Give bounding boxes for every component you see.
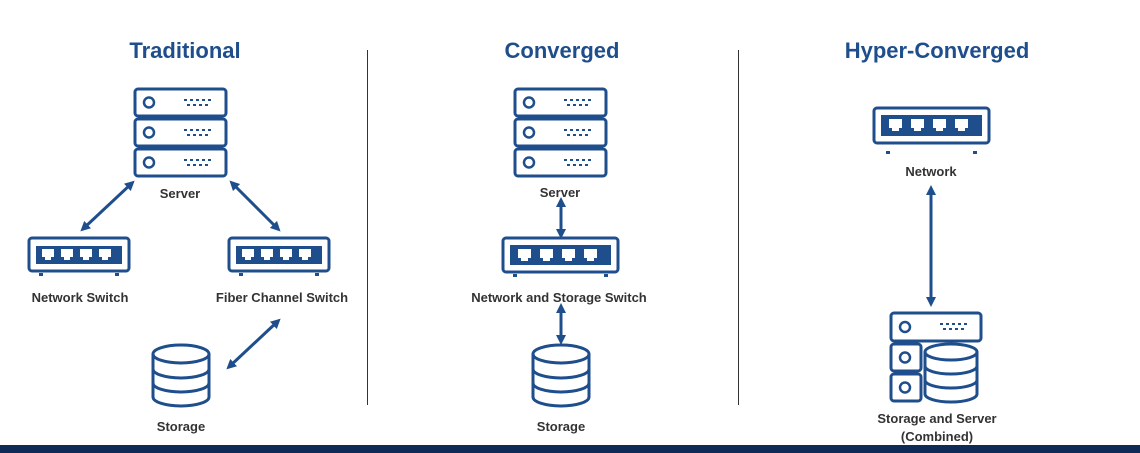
storage-label: Storage	[536, 419, 586, 434]
storage-icon	[531, 343, 591, 408]
fiber-channel-switch-label: Fiber Channel Switch	[215, 290, 349, 305]
footer-bar	[0, 445, 1140, 453]
combined-label-line2: (Combined)	[900, 429, 974, 444]
network-storage-switch-icon	[501, 236, 620, 277]
network-switch-icon	[27, 236, 131, 276]
section-divider-right	[738, 50, 739, 405]
server-icon	[513, 87, 608, 178]
network-label: Network	[905, 164, 957, 179]
storage-server-combined-icon	[889, 311, 983, 404]
hyper-converged-title: Hyper-Converged	[844, 38, 1030, 63]
network-storage-switch-label: Network and Storage Switch	[471, 290, 647, 305]
arrow-server-fiber-switch	[229, 180, 281, 232]
traditional-title: Traditional	[129, 38, 241, 63]
network-switch-icon	[872, 106, 991, 154]
storage-icon	[151, 343, 211, 408]
storage-label: Storage	[156, 419, 206, 434]
server-label: Server	[159, 186, 201, 201]
converged-title: Converged	[504, 38, 620, 63]
section-divider-left	[367, 50, 368, 405]
arrow-fiber-switch-storage	[226, 318, 281, 370]
network-switch-label: Network Switch	[31, 290, 129, 305]
server-label: Server	[539, 185, 581, 200]
combined-label-line1: Storage and Server	[877, 411, 997, 426]
arrow-server-network-switch	[80, 180, 135, 232]
server-icon	[133, 87, 228, 178]
fiber-channel-switch-icon	[227, 236, 331, 276]
